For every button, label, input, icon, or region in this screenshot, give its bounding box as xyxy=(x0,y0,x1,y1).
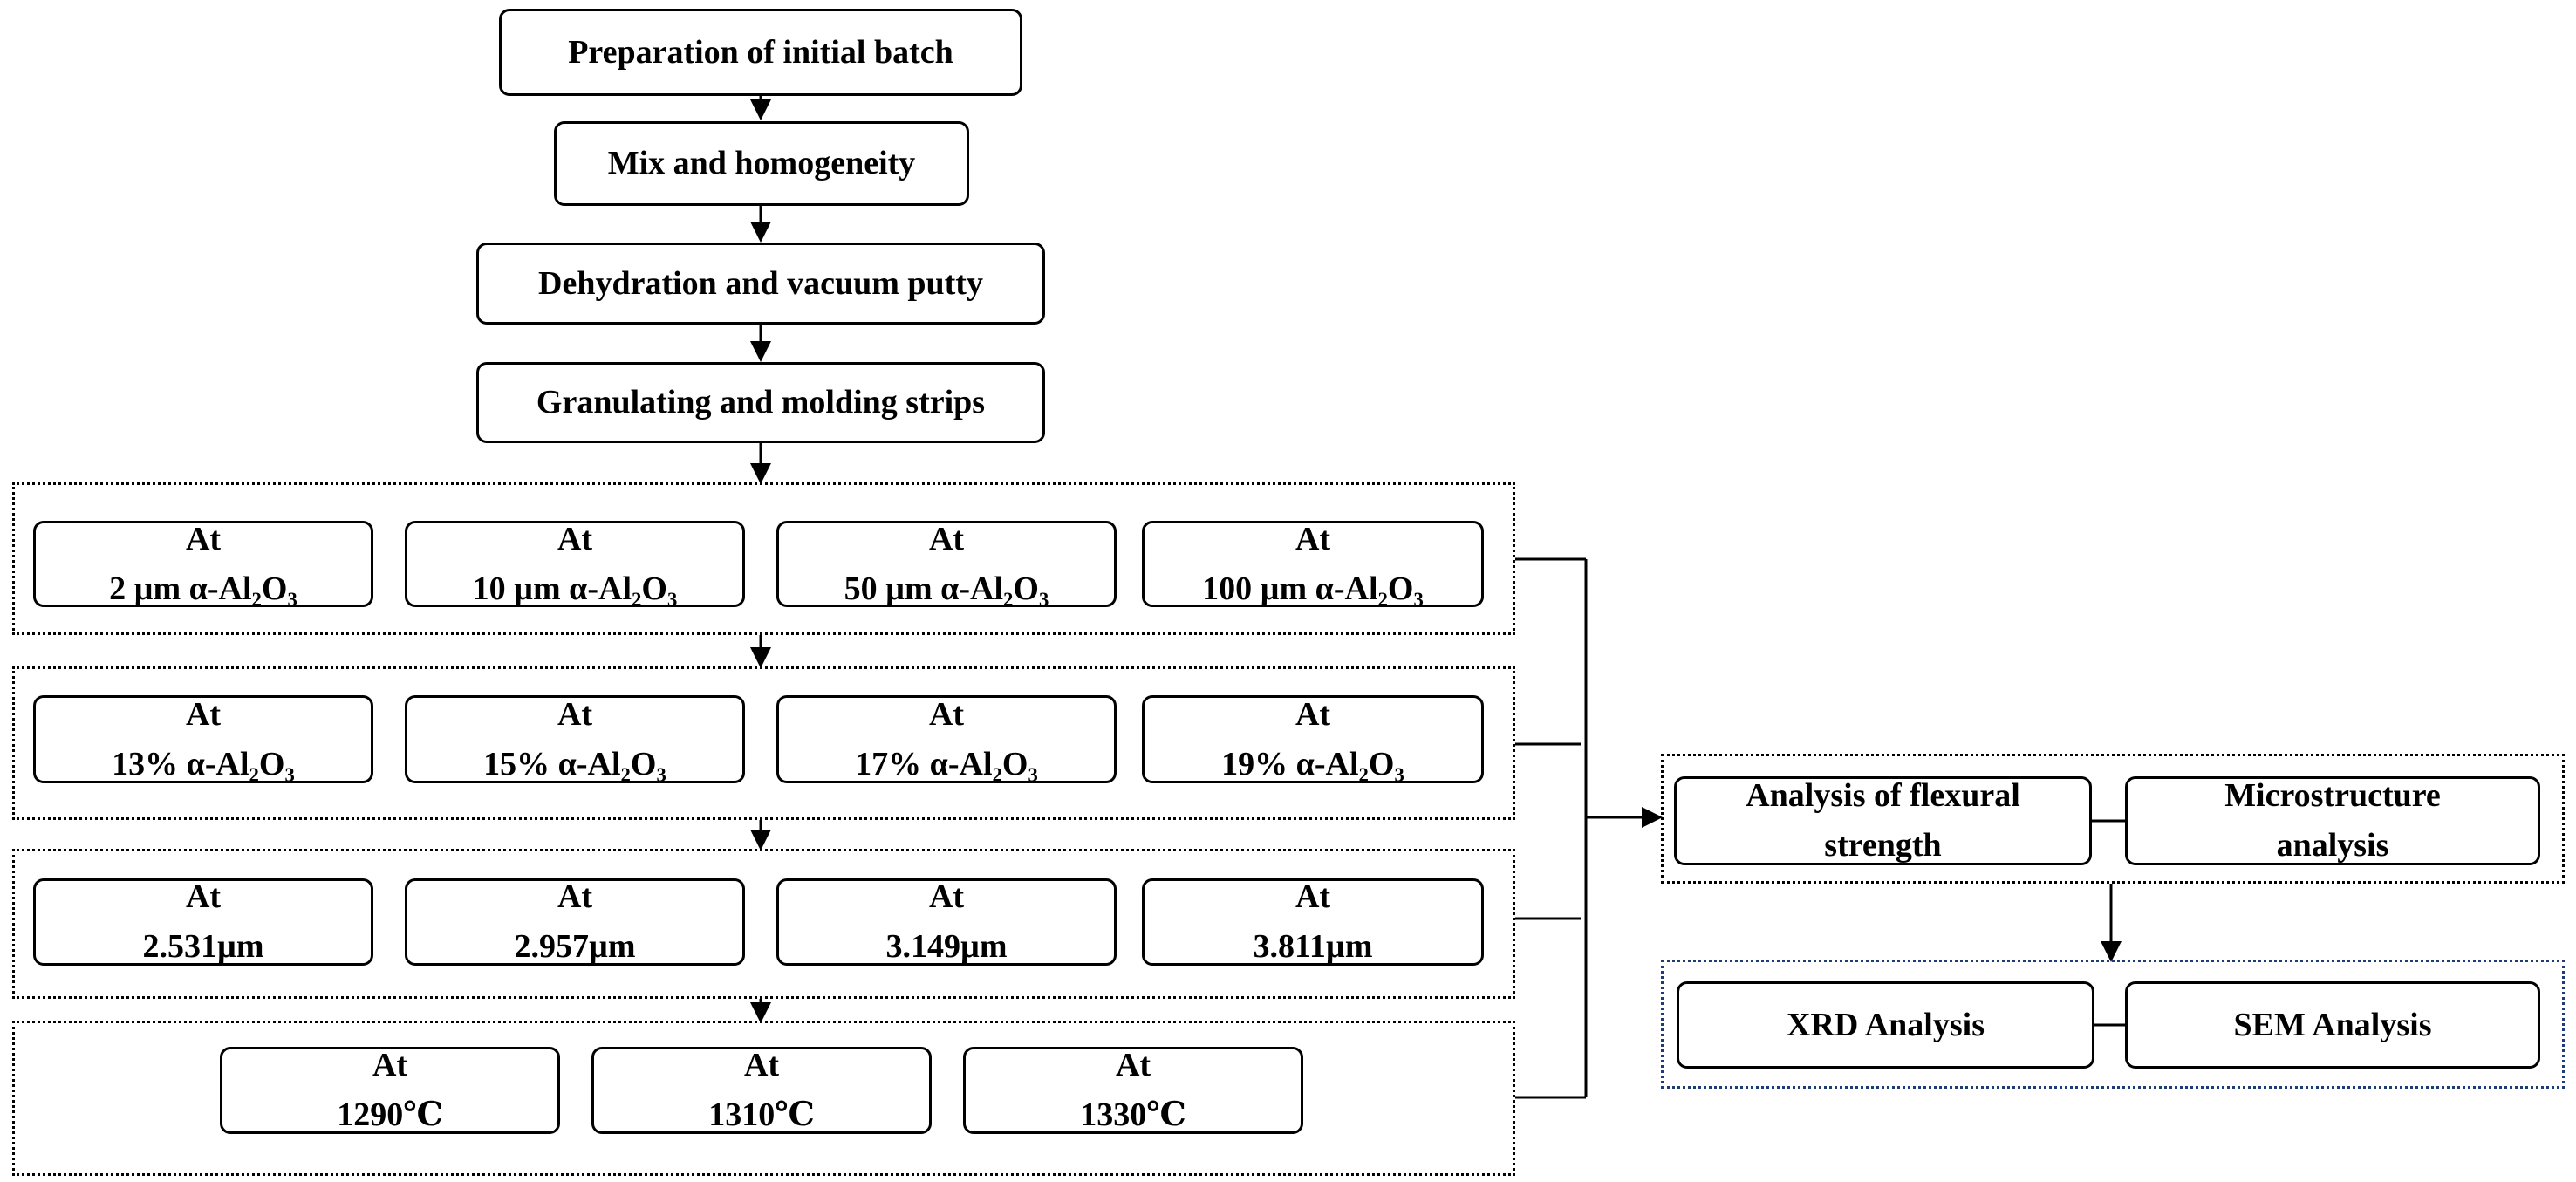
group-median-size xyxy=(12,849,1515,999)
median-size-option: At 3.149µm xyxy=(776,878,1117,966)
xrd-analysis: XRD Analysis xyxy=(1677,981,2094,1069)
content-option: At 17% α-Al₂O₃ xyxy=(776,695,1117,783)
temperature-option: At 1330℃ xyxy=(963,1047,1303,1134)
group-particle-size xyxy=(12,482,1515,635)
group-temperature xyxy=(12,1021,1515,1176)
sem-analysis: SEM Analysis xyxy=(2125,981,2540,1069)
temperature-option: At 1290℃ xyxy=(220,1047,560,1134)
particle-size-option: At 100 µm α-Al₂O₃ xyxy=(1142,521,1484,607)
group-content xyxy=(12,666,1515,820)
median-size-option: At 2.957µm xyxy=(405,878,745,966)
median-size-option: At 2.531µm xyxy=(33,878,373,966)
content-option: At 13% α-Al₂O₃ xyxy=(33,695,373,783)
flexural-strength-analysis: Analysis of flexural strength xyxy=(1674,776,2092,865)
particle-size-option: At 10 µm α-Al₂O₃ xyxy=(405,521,745,607)
step-dehydration: Dehydration and vacuum putty xyxy=(476,243,1045,325)
microstructure-analysis: Microstructure analysis xyxy=(2125,776,2540,865)
step-mix: Mix and homogeneity xyxy=(554,121,969,206)
step-granulating: Granulating and molding strips xyxy=(476,362,1045,443)
content-option: At 15% α-Al₂O₃ xyxy=(405,695,745,783)
median-size-option: At 3.811µm xyxy=(1142,878,1484,966)
temperature-option: At 1310℃ xyxy=(591,1047,932,1134)
particle-size-option: At 2 µm α-Al₂O₃ xyxy=(33,521,373,607)
group-characterization xyxy=(1661,960,2565,1089)
step-preparation: Preparation of initial batch xyxy=(499,9,1022,96)
particle-size-option: At 50 µm α-Al₂O₃ xyxy=(776,521,1117,607)
content-option: At 19% α-Al₂O₃ xyxy=(1142,695,1484,783)
group-analysis xyxy=(1661,754,2565,884)
